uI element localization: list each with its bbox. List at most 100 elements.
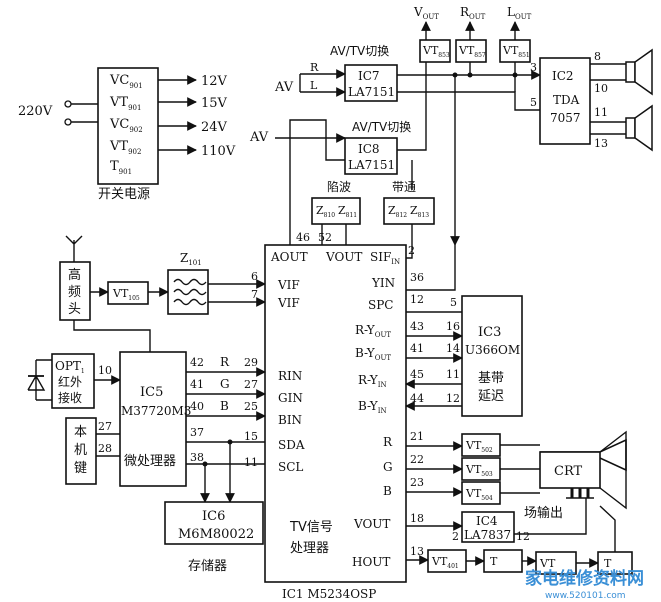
- ic2-pin-11: 11: [594, 106, 608, 119]
- crt-label: CRT: [554, 464, 583, 479]
- ic7: AV/TV切换 IC7 LA7151 AV R L: [274, 44, 398, 102]
- ic1-pin-7-name: VIF: [277, 296, 300, 310]
- tuner-label-2: 频: [68, 285, 81, 300]
- ic7-l-label: L: [310, 79, 318, 92]
- ic2: IC2 TDA 7057 3 5 8 10 11 13: [530, 48, 653, 152]
- ic1-sif-pin: 2: [408, 244, 415, 257]
- power-supply-box: [97, 67, 159, 185]
- ic1-pin-44: 44: [410, 392, 424, 405]
- ic1-label-1: TV信号: [289, 520, 333, 535]
- vt853-label: VT853: [422, 44, 450, 59]
- ps-out-12v: 12V: [201, 74, 228, 89]
- keys-box: [65, 417, 97, 485]
- ic1-yin-name: YIN: [371, 276, 395, 290]
- pin-46-label: 46: [296, 231, 310, 244]
- ic1-sif: SIFIN: [370, 250, 400, 266]
- ic1-pin-36: 36: [410, 271, 424, 284]
- ic8-part: LA7151: [348, 158, 395, 172]
- ic6-part: M6M80022: [178, 527, 254, 542]
- opt-box: [51, 353, 95, 409]
- ic1-pin-12: 12: [410, 293, 424, 306]
- filters: 陷波 带通 Z810 Z811 Z812 Z813 46 52: [296, 179, 435, 259]
- ic1-name: IC1 M5234OSP: [282, 587, 376, 601]
- vt853-box: [419, 39, 451, 63]
- vt503-label: VT503: [465, 463, 493, 478]
- ic2-pin-10: 10: [594, 82, 608, 95]
- ic2-part-2: 7057: [550, 111, 581, 125]
- notch-filter-label: 陷波: [327, 179, 351, 194]
- ps-dev-2: VT901: [109, 95, 141, 112]
- ps-input-label: 220V: [18, 104, 53, 119]
- antenna-icon: [65, 235, 83, 262]
- ic8-av-label: AV: [249, 130, 269, 145]
- ic8-switch-label: AV/TV切换: [352, 120, 411, 134]
- ic1-pin-7: 7: [251, 288, 258, 301]
- ic8-box: [344, 137, 398, 175]
- ic4-pin-2: 2: [452, 530, 459, 543]
- t-end-label: T: [604, 557, 612, 570]
- ic7-av-label: AV: [274, 80, 294, 95]
- vout-label: VOUT: [413, 5, 439, 21]
- ic4-name: IC4: [476, 514, 498, 528]
- t-mid-label: T: [490, 555, 498, 568]
- ic2-pin-8: 8: [594, 50, 601, 63]
- ic1-spc-name: SPC: [368, 298, 393, 312]
- bandpass-filter-z3: Z812: [388, 204, 407, 219]
- horizontal-output: VT401 T VT T: [406, 505, 633, 575]
- vt105-label: VT105: [112, 287, 140, 302]
- ic5-pin-42: 42: [190, 356, 204, 369]
- ic7-name: IC7: [358, 69, 380, 83]
- ic1-pin-25-name: BIN: [278, 413, 302, 427]
- keys-label-1: 本: [74, 425, 87, 440]
- opt-label-1: OPT1: [55, 359, 85, 375]
- bandpass-filter-z4: Z813: [410, 204, 429, 219]
- ac-terminal-icon: [64, 100, 72, 108]
- ic5-pin-10: 10: [98, 364, 112, 377]
- rout-label: ROUT: [460, 5, 486, 21]
- ic1-pin-29: 29: [244, 356, 258, 369]
- notch-filter-z1: Z810: [316, 204, 335, 219]
- ic3-pin-5: 5: [450, 296, 457, 309]
- local-keys: 本 机 键: [65, 417, 97, 485]
- audio-video-out: VOUT ROUT LOUT VT853 VT857 VT851: [413, 5, 532, 63]
- ic3-label-2: 延迟: [478, 389, 504, 404]
- ic5-sig-b: B: [220, 399, 229, 413]
- ic4-pin-12: 12: [516, 530, 530, 543]
- pin-52-label: 52: [318, 231, 332, 244]
- ic2-part-1: TDA: [553, 93, 580, 107]
- ic1-pin-6-name: VIF: [277, 278, 300, 292]
- ic7-part: LA7151: [348, 85, 395, 99]
- ic4-part: LA7837: [464, 528, 511, 542]
- ic5-pin-28: 28: [98, 442, 112, 455]
- bandpass-filter-box: [383, 197, 435, 225]
- opt-label-3: 接收: [58, 390, 82, 405]
- ic3: IC3 U366OM 基带 延迟 5 16 14 11 12: [446, 295, 523, 417]
- ic1-hout-name: HOUT: [352, 555, 390, 569]
- ic1-pin-43: 43: [410, 320, 424, 333]
- ic1-pin-23: 23: [410, 476, 424, 489]
- watermark-url: www.520101.com: [545, 591, 626, 601]
- power-supply: VC901 VT901 VC902 VT902 T901 12V 15V 24V…: [18, 67, 236, 202]
- ic2-pin-5: 5: [530, 96, 537, 109]
- ic1-pin-29-name: RIN: [278, 369, 302, 383]
- ic8: AV/TV切换 IC8 LA7151 AV: [249, 120, 411, 175]
- watermark: 家电维修资料网 www.520101.com: [525, 568, 644, 601]
- ps-dev-1: VC901: [109, 73, 143, 90]
- ic1-pin-45: 45: [410, 368, 424, 381]
- ic5-pin-37: 37: [190, 426, 204, 439]
- ic1-vout-name: VOUT: [353, 517, 390, 531]
- ic1-by-in-name: B-YIN: [358, 399, 387, 415]
- ic3-part: U366OM: [465, 343, 520, 357]
- ic6-box: [164, 501, 264, 545]
- photodiode-icon: [27, 359, 52, 401]
- vt504-label: VT504: [465, 487, 493, 502]
- ic1-pin-13: 13: [410, 545, 424, 558]
- ic1-pin-11: 11: [244, 456, 258, 469]
- vt402-label: VT: [539, 557, 556, 570]
- ic1-pin-15-name: SDA: [278, 438, 305, 452]
- ic1-pin-27-name: GIN: [278, 391, 303, 405]
- video-output: VT502 VT503 VT504 CRT: [406, 430, 627, 510]
- ps-dev-4: VT902: [109, 139, 141, 156]
- ic2-name: IC2: [552, 69, 574, 83]
- notch-filter-box: [311, 197, 361, 225]
